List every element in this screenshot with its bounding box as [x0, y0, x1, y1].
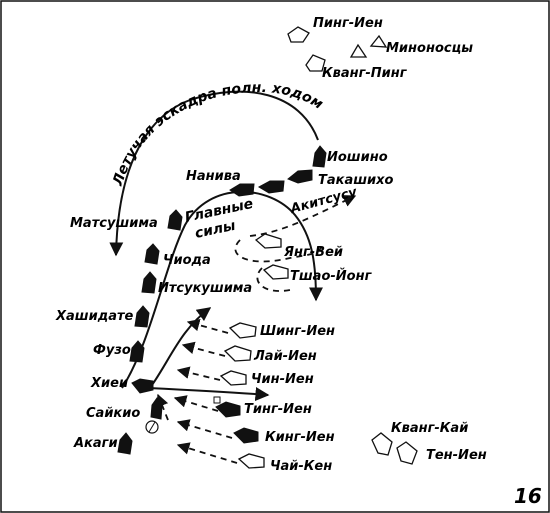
- label-akagi: Акаги: [73, 436, 118, 451]
- ship-takashikho: [287, 169, 313, 184]
- label-minonostsy: Миноносцы: [386, 41, 473, 56]
- lead-course-up: [149, 307, 212, 389]
- label-ioshino: Иошино: [327, 150, 388, 165]
- ship-kvang-kai: [371, 432, 393, 456]
- chinese-attack-5: [176, 419, 233, 439]
- flying-squadron-course: [109, 90, 319, 257]
- main-forces-course: [121, 190, 323, 389]
- label-chai-ken: Чай-Кен: [270, 459, 332, 474]
- ship-lai-ien: [223, 345, 252, 362]
- ship-chai-ken: [237, 453, 265, 469]
- label-matsushima: Матсушима: [70, 216, 158, 231]
- ship-chioda: [144, 243, 160, 265]
- chinese-attack-6: [176, 442, 238, 464]
- saikio-course: [156, 393, 169, 421]
- chinese-attack-2: [181, 341, 226, 357]
- label-chioda: Чиода: [163, 253, 211, 268]
- label-tshao-iong: Тшао-Йонг: [290, 268, 373, 284]
- ship-saikio: [145, 397, 163, 434]
- ship-fuzo: [129, 340, 145, 363]
- ship-chin-ien: [219, 370, 247, 386]
- dashed-loop-upper: [234, 239, 323, 263]
- label-kvang-ping: Кванг-Пинг: [322, 66, 408, 81]
- ship-khashidate: [134, 305, 150, 328]
- ship-khiei: [131, 378, 154, 394]
- ship-ioshino: [312, 145, 327, 168]
- label-naniva: Нанива: [186, 169, 241, 184]
- label-kvang-kai: Кванг-Кай: [391, 421, 468, 436]
- label-yang-vei: Янг-Вей: [283, 245, 343, 260]
- ship-yang-vei: [254, 233, 282, 249]
- ship-ten-ien: [396, 441, 418, 465]
- ship-ping-ien: [287, 26, 310, 43]
- dashed-loop-lower: [256, 267, 291, 292]
- label-saikio: Сайкио: [86, 406, 140, 421]
- label-khiei: Хиеи: [90, 376, 128, 391]
- label-khashidate: Хашидате: [55, 309, 134, 324]
- label-ting-ien: Тинг-Иен: [244, 402, 312, 417]
- chinese-attack-3: [176, 366, 221, 381]
- ship-naniva-2: [257, 180, 285, 194]
- ship-itsukushima: [141, 271, 157, 294]
- figure-number: 16: [514, 484, 542, 508]
- ship-naniva-1: [229, 183, 255, 197]
- ship-torpedo-2: [369, 34, 388, 48]
- chinese-attack-4: [173, 395, 219, 412]
- label-fuzo: Фузо: [93, 343, 131, 358]
- label-shing-ien: Шинг-Иен: [260, 324, 335, 339]
- ship-shing-ien: [228, 322, 257, 339]
- label-lai-ien: Лай-Иен: [253, 349, 317, 364]
- label-itsukushima: Итсукушима: [158, 281, 252, 296]
- ship-tshao-iong: [262, 264, 289, 280]
- label-chin-ien: Чин-Иен: [251, 372, 314, 387]
- label-king-ien: Кинг-Иен: [265, 430, 335, 445]
- label-takashikho: Такашихо: [318, 173, 394, 188]
- ship-king-ien: [233, 427, 259, 444]
- khiei-course-right: [147, 387, 270, 401]
- ship-kvang-ping: [305, 54, 326, 72]
- label-ping-ien: Пинг-Иен: [313, 16, 383, 31]
- label-akitsusu: Акитсусу: [288, 185, 359, 217]
- ship-matsushima: [167, 209, 183, 231]
- ship-akagi: [117, 432, 133, 455]
- ship-ting-ien: [213, 396, 241, 418]
- label-ten-ien: Тен-Иен: [426, 448, 487, 463]
- ship-torpedo-1: [349, 43, 368, 58]
- chinese-attack-1: [186, 318, 229, 334]
- dashed-course-right: [249, 195, 357, 237]
